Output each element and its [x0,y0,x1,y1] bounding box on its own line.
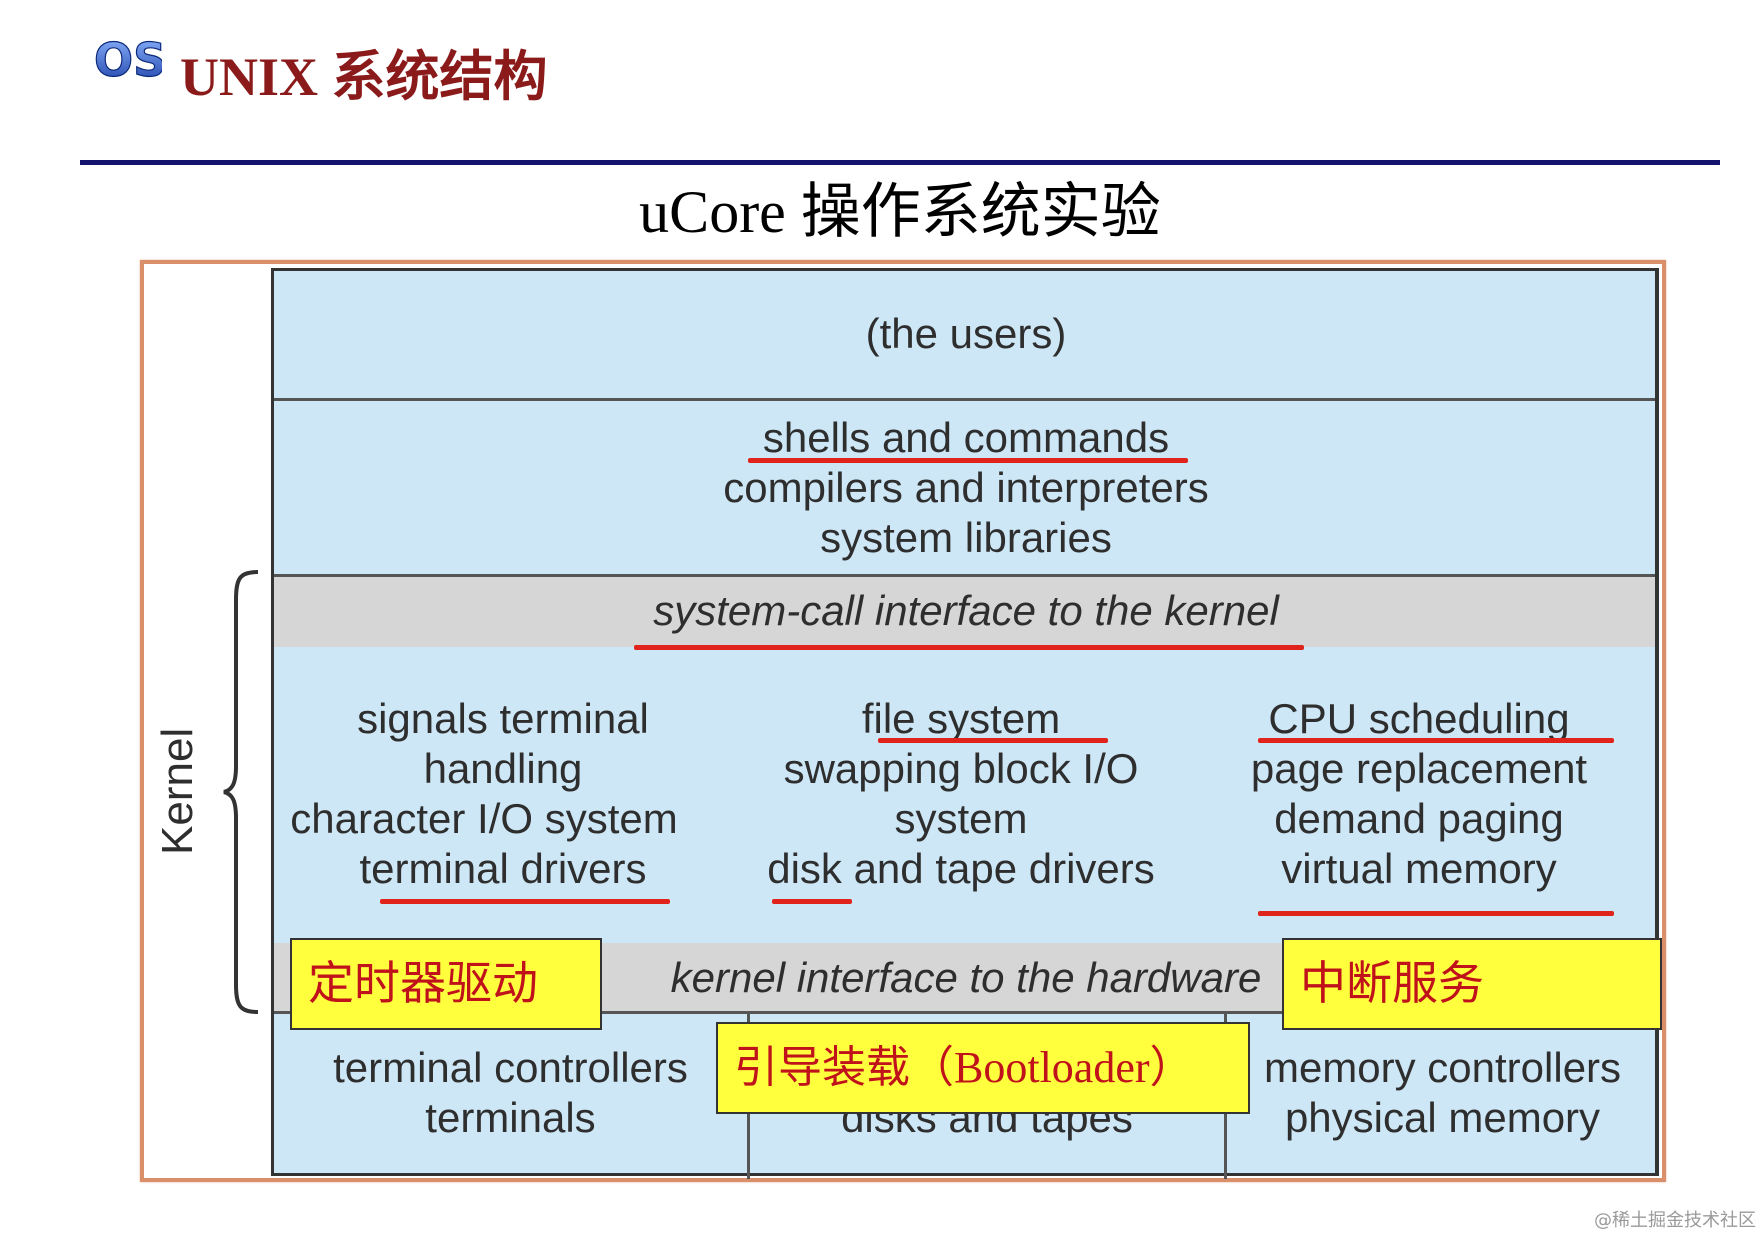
kernel-brace [223,570,259,1014]
kernel-col2-line4: disk and tape drivers [767,845,1155,892]
kernel-col1-line1: signals terminal [357,695,649,742]
callout-timer-driver-text: 定时器驱动 [308,958,538,1009]
callout-bootloader: 引导装载（Bootloader） [716,1022,1250,1114]
kernel-col3-line3: demand paging [1274,795,1564,842]
underline-disk [772,899,852,904]
underline-cpu-scheduling [1258,738,1614,743]
underline-file-system [878,738,1108,743]
kernel-col2-line1: file system [861,695,1061,742]
shells-and-commands: shells and commands [762,414,1170,461]
watermark: @稀土掘金技术社区 [1594,1210,1756,1231]
slide-subtitle: uCore 操作系统实验 [639,179,1161,245]
layer-divider [274,574,1655,577]
system-libraries: system libraries [820,514,1112,561]
kernel-col1-line2: handling [423,745,583,792]
os-logo: OS [92,30,166,88]
callout-bootloader-text: 引导装载（Bootloader） [734,1043,1194,1092]
hw-col3-line1: memory controllers [1263,1044,1622,1091]
callout-timer-driver: 定时器驱动 [290,938,602,1030]
callout-interrupt-service-text: 中断服务 [1300,958,1484,1009]
slide-title: UNIX 系统结构 [180,47,548,107]
callout-interrupt-service: 中断服务 [1282,938,1662,1030]
hw-col3-line2: physical memory [1284,1094,1601,1141]
underline-syscall-interface [634,645,1304,650]
underline-virtual-memory [1258,911,1614,916]
kernel-col3-line4: virtual memory [1281,845,1557,892]
hw-col1-line2: terminals [425,1094,596,1141]
header-rule [80,160,1720,165]
syscall-interface-label: system-call interface to the kernel [653,587,1279,634]
compilers-and-interpreters: compilers and interpreters [723,464,1209,511]
hw-col1-line1: terminal controllers [333,1044,688,1091]
os-logo-text: OS [94,33,162,87]
kernel-col1-line3: character I/O system [290,795,678,842]
users-label: (the users) [865,310,1067,357]
kernel-col2-line3: system [894,795,1028,842]
layer-divider [274,398,1655,401]
kernel-label-text: Kernel [153,727,202,855]
kernel-col3-line1: CPU scheduling [1268,695,1570,742]
underline-shells-and-commands [748,458,1188,463]
layer-divider [274,1011,1655,1014]
kernel-col2-line2: swapping block I/O [783,745,1139,792]
underline-terminal-drivers [380,899,670,904]
syscall-interface-band [274,577,1655,647]
kernel-col1-line4: terminal drivers [359,845,647,892]
kernel-col3-line2: page replacement [1250,745,1588,792]
hardware-interface-label: kernel interface to the hardware [670,954,1262,1001]
